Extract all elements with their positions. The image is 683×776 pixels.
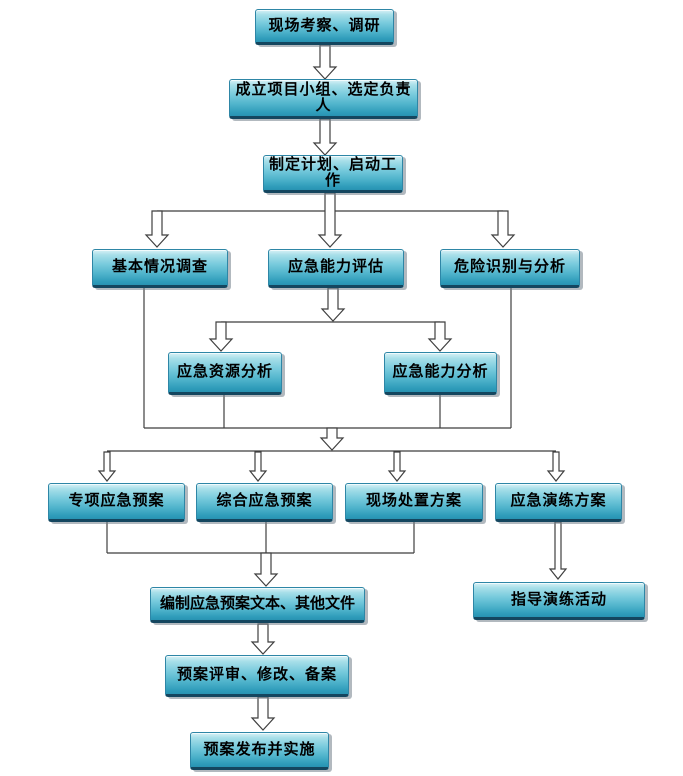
block-arrows: [144, 44, 516, 731]
node-form-team: 成立项目小组、选定负责人: [229, 79, 418, 119]
arrow-survey-to-team: [312, 44, 338, 80]
node-review-revise: 预案评审、修改、备案: [165, 655, 349, 697]
node-publish-implement: 预案发布并实施: [190, 732, 329, 770]
node-site-survey: 现场考察、调研: [255, 9, 394, 45]
arrow-to-compile: [253, 552, 279, 587]
arrow-merge-to-split: [319, 427, 345, 451]
node-compile-docs: 编制应急预案文本、其他文件: [150, 587, 365, 623]
node-comprehensive-plan: 综合应急预案: [196, 483, 333, 522]
arrow-to-special-plan: [97, 451, 117, 482]
node-drill-plan: 应急演练方案: [495, 483, 622, 522]
node-guide-drill: 指导演练活动: [473, 582, 645, 620]
arrow-to-capability: [427, 321, 453, 352]
node-capability-analysis: 应急能力分析: [384, 352, 497, 395]
arrow-review-to-publish: [250, 696, 276, 731]
node-basic-survey: 基本情况调查: [92, 249, 228, 288]
narrow-arrows: [97, 451, 568, 580]
arrow-to-hazard-analysis: [490, 210, 516, 248]
node-capability-eval: 应急能力评估: [268, 249, 404, 288]
node-resource-analysis: 应急资源分析: [168, 352, 282, 395]
node-onsite-plan: 现场处置方案: [345, 483, 483, 522]
arrow-to-resource: [208, 321, 234, 352]
arrow-to-drill-plan: [546, 451, 566, 482]
arrow-to-comprehensive-plan: [248, 451, 268, 482]
arrow-compile-to-review: [250, 623, 276, 655]
node-make-plan: 制定计划、启动工作: [263, 155, 403, 193]
node-special-plan: 专项应急预案: [48, 483, 185, 522]
arrow-to-onsite-plan: [387, 451, 407, 482]
arrow-drill-to-guide: [548, 521, 568, 580]
arrow-to-basic-survey: [144, 210, 170, 248]
arrow-to-capability-eval: [317, 192, 343, 248]
arrow-eval-to-branch: [320, 287, 346, 322]
arrow-team-to-plan: [312, 118, 338, 156]
node-hazard-analysis: 危险识别与分析: [440, 249, 580, 288]
